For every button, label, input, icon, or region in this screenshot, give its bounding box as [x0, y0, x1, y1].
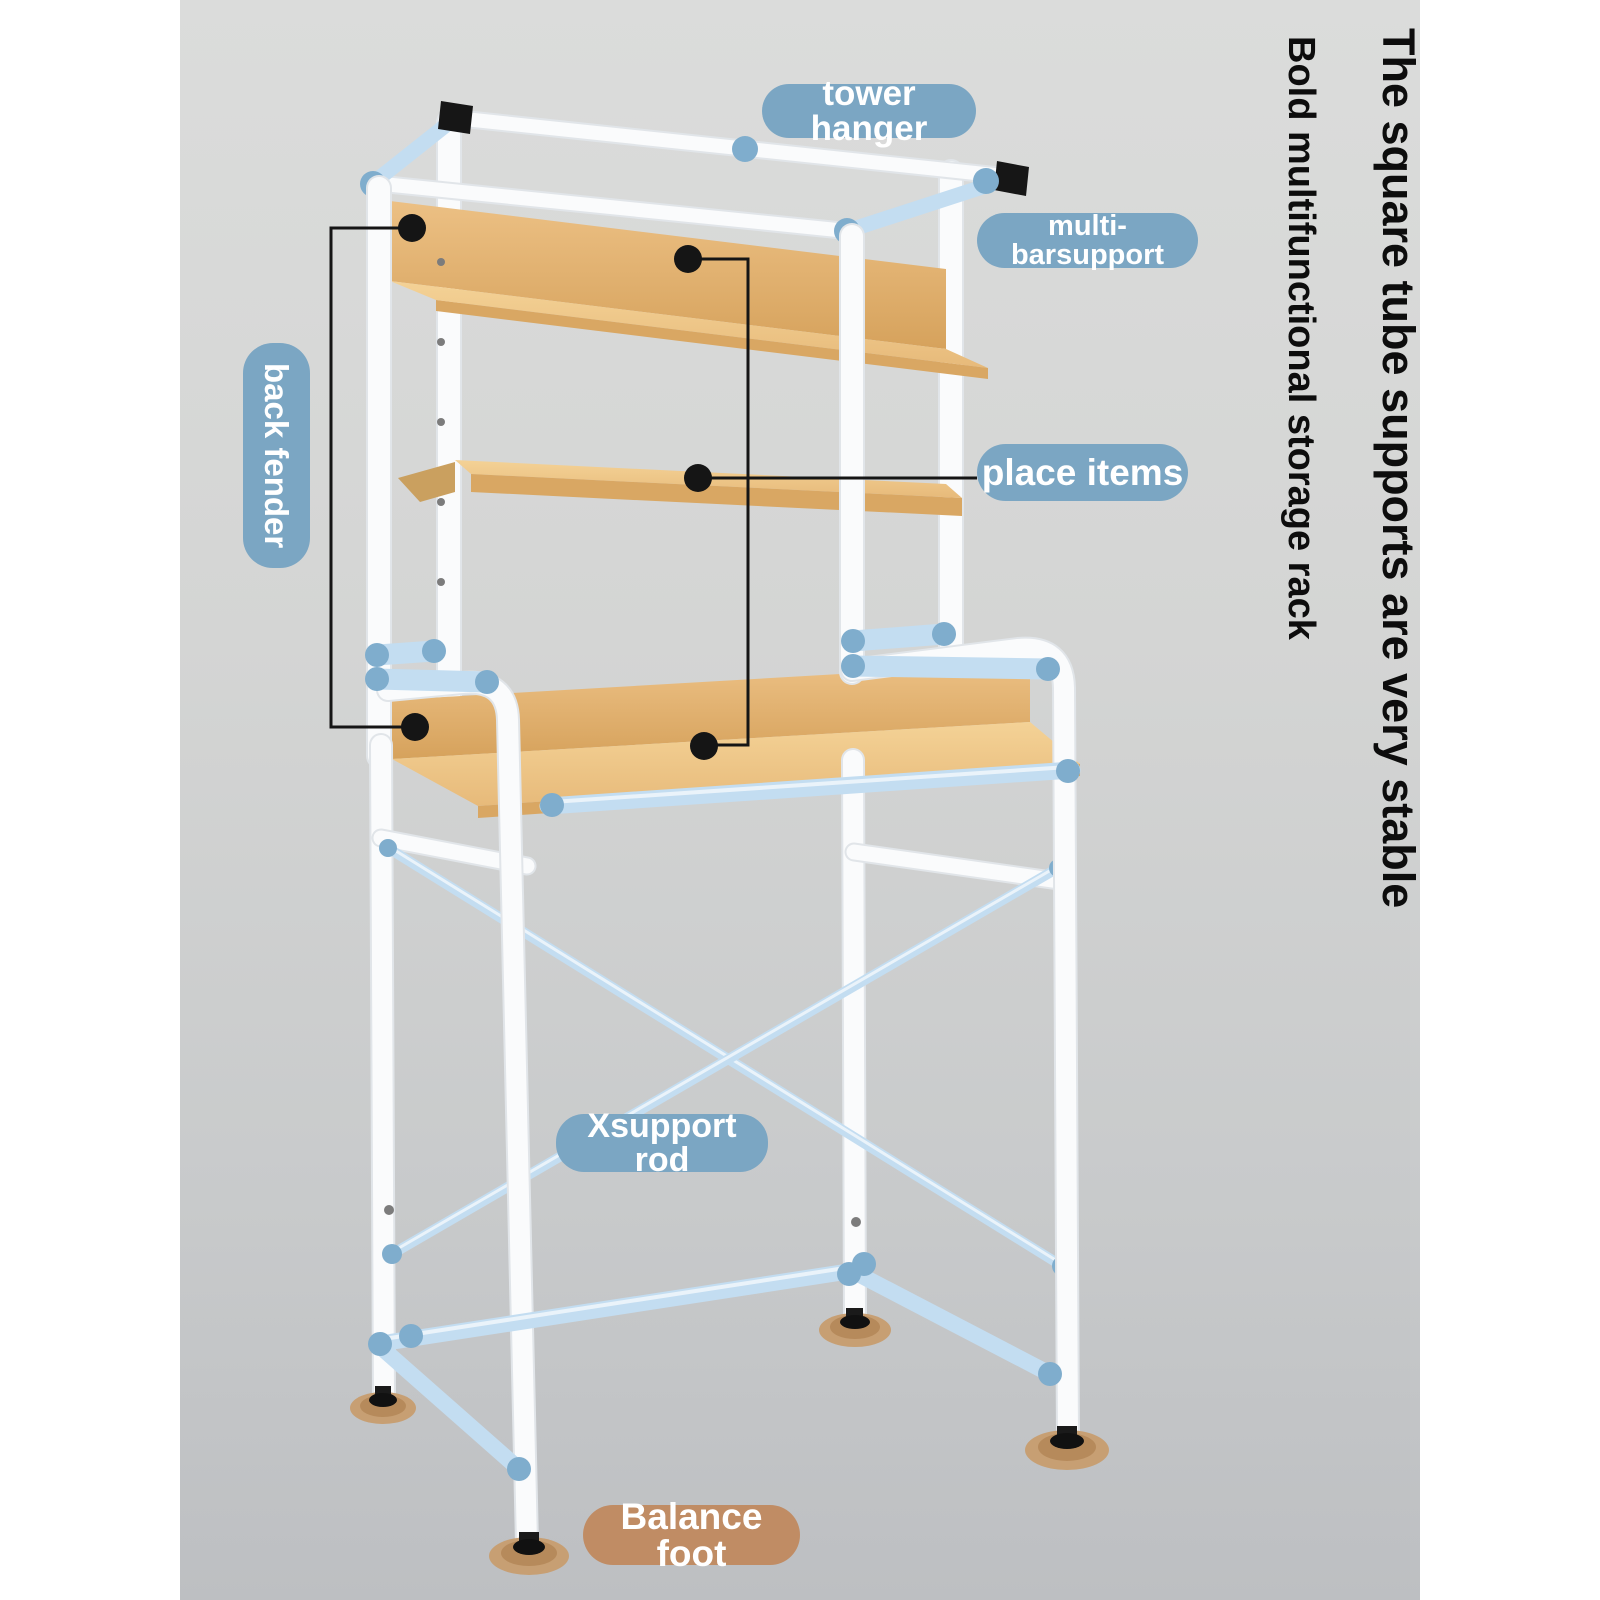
screws [384, 258, 861, 1227]
foot-back-right [819, 1308, 891, 1347]
multi-bar-supports [365, 622, 1081, 817]
foot-back-left [350, 1386, 416, 1424]
corner-cap [438, 101, 473, 134]
middle-shelf [398, 460, 962, 516]
upper-shelf [372, 201, 988, 379]
back-fender-bracket [329, 226, 415, 729]
label-tower-hanger: tower hanger [762, 76, 976, 146]
foot-front-right [1025, 1426, 1109, 1470]
corner-cap [994, 161, 1029, 196]
label-back-fender: back fender [243, 343, 310, 568]
balance-feet [350, 1308, 1109, 1575]
x-support-rods [379, 839, 1072, 1276]
label-x-support-rod: Xsupport rod [556, 1109, 768, 1177]
desk-back-board [392, 663, 1030, 759]
foot-front-left [489, 1532, 569, 1575]
place-items-connector [688, 257, 750, 747]
lower-back-legs [369, 733, 1076, 1413]
label-place-items: place items [977, 444, 1188, 501]
callout-lines [329, 214, 977, 760]
headline-secondary: Bold multifunctional storage rack [1280, 36, 1322, 640]
label-balance-foot: Balance foot [583, 1498, 800, 1572]
bottom-rails [368, 1252, 1062, 1481]
headline-primary: The square tube supports are very stable [1373, 28, 1424, 909]
label-multi-bar-support: multi-barsupport [977, 211, 1198, 269]
